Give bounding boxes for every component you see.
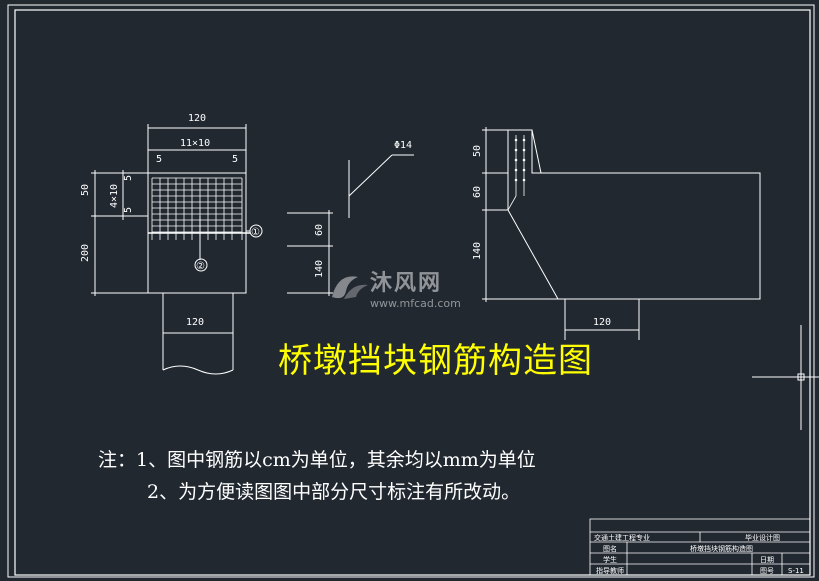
- callout-circle-2: [194, 258, 208, 272]
- drawing-title: 桥墩挡块钢筋构造图: [278, 341, 593, 381]
- dim-label-left-lower: 200: [80, 244, 91, 262]
- callout-label-2: ②: [196, 261, 205, 272]
- watermark-url: www.mfcad.com: [370, 297, 461, 310]
- tb-drawing-name: 桥墩挡块钢筋构造图: [690, 544, 753, 553]
- middle-detail: [287, 154, 414, 296]
- dim-label-grid: 11×10: [180, 138, 210, 149]
- tb-date-label: 日期: [760, 556, 774, 564]
- section-view: [91, 124, 263, 375]
- callout-label-1: ①: [251, 227, 260, 238]
- drawing-border: [14, 9, 811, 576]
- dim-label-top: 120: [188, 113, 206, 124]
- dim-label-middle-140: 140: [314, 260, 325, 278]
- dim-label-left-upper: 50: [80, 184, 91, 196]
- elevation-rebar-dots: [514, 138, 526, 182]
- note-line-1: 注：1、图中钢筋以cm为单位，其余均以mm为单位: [98, 449, 536, 471]
- watermark-cn: 沐风网: [370, 271, 443, 296]
- tb-name-label: 图名: [603, 544, 617, 553]
- title-block-text: 交通土建工程专业 毕业设计图 图名 桥墩挡块钢筋构造图 学生 日期 指导教师 图…: [594, 533, 804, 575]
- watermark-text-group: 沐风网 www.mfcad.com: [370, 265, 461, 310]
- rebar-grid: [148, 177, 250, 240]
- tb-student-label: 学生: [603, 555, 617, 564]
- dim-label-elev-140: 140: [472, 242, 483, 260]
- middle-detail-labels: 60 140 Φ14: [314, 140, 412, 278]
- dim-label-inner-4x10: 4×10: [109, 184, 120, 208]
- outer-frame: [7, 4, 815, 578]
- dim-label-elev-50: 50: [472, 145, 483, 157]
- crosshair-cursor: [752, 325, 819, 430]
- tb-sheet-label: 图号: [760, 567, 774, 575]
- dim-label-side-left: 5: [156, 154, 162, 165]
- dim-label-side-right: 5: [232, 154, 238, 165]
- bent-bar-diagonal: [348, 154, 393, 197]
- dim-label-inner-5b: 5: [123, 207, 134, 213]
- elevation-view: [482, 127, 761, 340]
- dim-label-elev-60: 60: [472, 186, 483, 198]
- dim-label-middle-60: 60: [314, 224, 325, 236]
- dim-label-elev-bottom: 120: [593, 317, 611, 328]
- callout-circle-1: [249, 224, 263, 238]
- tb-project: 毕业设计图: [745, 533, 780, 542]
- block-outline: [490, 129, 761, 300]
- tb-sheet-no: S-11: [788, 567, 804, 575]
- tb-advisor-label: 指导教师: [596, 566, 624, 575]
- dim-label-inner-5a: 5: [123, 175, 134, 181]
- note-line-2: 2、为方便读图图中部分尺寸标注有所改动。: [147, 481, 521, 503]
- tb-major: 交通土建工程专业: [594, 533, 650, 542]
- pier-break-line: [162, 365, 234, 375]
- title-block: [589, 518, 811, 576]
- dim-label-bottom: 120: [186, 317, 204, 328]
- bar-diameter-label: Φ14: [394, 140, 412, 151]
- watermark: 沐风网 www.mfcad.com: [328, 265, 461, 310]
- section-view-labels: 120 11×10 5 5 50 200 4×10 5 5 120 ① ②: [80, 113, 260, 328]
- watermark-logo-icon: [332, 275, 368, 299]
- elevation-labels: 50 60 140 120: [472, 145, 611, 328]
